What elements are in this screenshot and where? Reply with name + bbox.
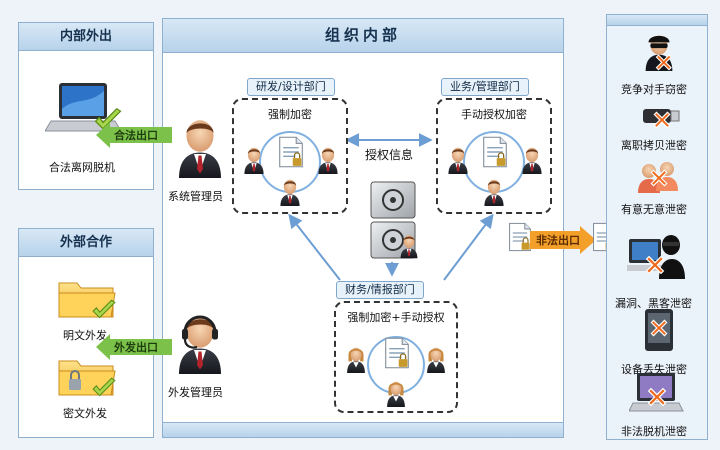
system-admin-label: 系统管理员 <box>168 190 223 203</box>
center-panel-footer <box>163 422 563 437</box>
left-top-panel-title: 内部外出 <box>19 23 153 51</box>
business-dept-label: 业务/管理部门 <box>441 78 529 96</box>
threat-label-intentional: 有意无意泄密 <box>621 203 687 216</box>
rd-dept-label: 研发/设计部门 <box>247 78 335 96</box>
spy-icon <box>639 29 679 71</box>
left-top-panel: 内部外出 合法离网脱机 <box>18 22 154 190</box>
left-bottom-panel-title: 外部合作 <box>19 229 153 257</box>
business-dept-box-title: 手动授权加密 <box>461 108 527 121</box>
admin-person-icon <box>170 112 230 178</box>
finance-dept-label: 财务/情报部门 <box>336 281 424 299</box>
employee-icon <box>518 144 546 174</box>
female-employee-icon <box>342 343 370 373</box>
auth-info-label: 授权信息 <box>365 148 414 162</box>
outbound-exit-label: 外发出口 <box>114 341 158 354</box>
people-icon <box>635 157 683 197</box>
encrypted-doc-icon <box>482 136 508 168</box>
outbound-exit-arrow: 外发出口 <box>96 334 172 360</box>
employee-icon <box>480 176 508 206</box>
locked-folder-check-icon <box>55 355 119 399</box>
employee-icon <box>314 144 342 174</box>
employee-icon <box>276 176 304 206</box>
illegal-exit-arrow: 非法出口 <box>530 226 596 254</box>
rd-dept-box-title: 强制加密 <box>268 108 312 121</box>
hacker-icon <box>627 231 687 281</box>
threat-label-competitor: 竞争对手窃密 <box>621 83 687 96</box>
phone-device-icon <box>641 307 677 353</box>
female-employee-icon <box>422 343 450 373</box>
left-bottom-panel: 外部合作 明文外发 密文外发 <box>18 228 154 438</box>
encrypted-doc-icon <box>384 337 410 369</box>
illegal-exit-label: 非法出口 <box>536 234 580 247</box>
left-top-item-label: 合法离网脱机 <box>49 161 115 174</box>
right-threat-panel: 竞争对手窃密 离职拷贝泄密 有意无意泄密 漏洞、黑客泄密 <box>606 14 708 440</box>
legal-exit-label: 合法出口 <box>114 129 158 142</box>
finance-dept-box: 强制加密+手动授权 <box>334 301 458 413</box>
threat-label-offline: 非法脱机泄密 <box>621 425 687 438</box>
threat-label-device-loss: 设备丢失泄密 <box>621 363 687 376</box>
center-connectors <box>288 133 494 281</box>
laptop-icon <box>629 371 685 419</box>
laptop-check-icon <box>45 79 125 141</box>
headset-person-icon <box>170 308 230 374</box>
safe-server-icon <box>367 180 423 262</box>
encrypted-doc-icon <box>278 136 304 168</box>
encrypted-outbound-label: 密文外发 <box>63 407 107 420</box>
threat-label-resignation: 离职拷贝泄密 <box>621 139 687 152</box>
right-panel-header-band <box>607 15 707 26</box>
clear-outbound-label: 明文外发 <box>63 329 107 342</box>
outbound-admin-label: 外发管理员 <box>168 386 223 399</box>
employee-icon <box>444 144 472 174</box>
threat-label-hacker: 漏洞、黑客泄密 <box>615 297 692 310</box>
usb-drive-icon <box>637 101 681 133</box>
finance-dept-box-title: 强制加密+手动授权 <box>347 311 445 324</box>
legal-exit-arrow: 合法出口 <box>96 122 172 148</box>
folder-check-icon <box>55 277 119 321</box>
leaked-doc-icon <box>508 222 532 252</box>
center-panel-title: 组织内部 <box>163 19 563 53</box>
business-dept-box: 手动授权加密 <box>436 98 552 214</box>
rd-dept-box: 强制加密 <box>232 98 348 214</box>
female-employee-icon <box>382 377 410 407</box>
employee-icon <box>240 144 268 174</box>
